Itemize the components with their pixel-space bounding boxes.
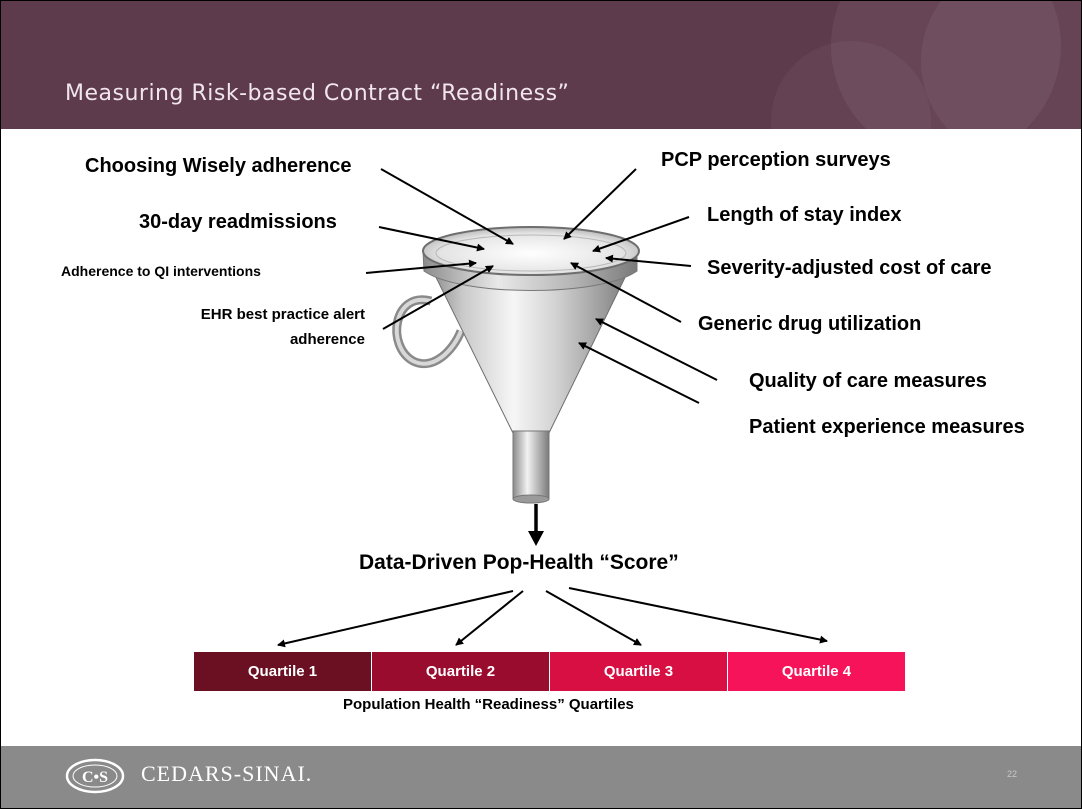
funnel-opening — [422, 226, 640, 276]
funnel-spout — [512, 430, 550, 500]
arrow-to-quartile-4 — [568, 587, 828, 644]
score-label: Data-Driven Pop-Health “Score” — [359, 551, 679, 574]
label-ehr-alert-line2: adherence — [289, 331, 365, 348]
arrow-severity-cost — [605, 254, 692, 267]
arrow-ehr-alert — [382, 265, 494, 330]
quartile-4: Quartile 4 — [728, 652, 905, 691]
brand-name: CEDARS-SINAI. — [141, 761, 313, 786]
page-number: 22 — [1007, 769, 1018, 779]
arrow-patient-experience — [578, 342, 700, 404]
arrow-quality-measures — [595, 318, 718, 381]
label-generic-drug: Generic drug utilization — [698, 313, 922, 335]
quartile-2: Quartile 2 — [372, 652, 550, 691]
label-quality-measures: Quality of care measures — [749, 370, 987, 392]
arrow-readmissions — [378, 226, 485, 252]
quartile-1: Quartile 1 — [194, 652, 372, 691]
quartile-3: Quartile 3 — [550, 652, 728, 691]
arrow-qi-adherence — [365, 259, 477, 274]
header-decoration — [921, 1, 1081, 129]
arrow-choosing-wisely — [380, 168, 514, 245]
header-bar — [1, 1, 1081, 129]
arrow-to-quartile-1 — [277, 590, 514, 648]
slide-title: Measuring Risk-based Contract “Readiness… — [65, 81, 570, 106]
label-qi-adherence: Adherence to QI interventions — [61, 263, 261, 279]
arrow-to-quartile-2 — [455, 590, 524, 646]
svg-text:C•S: C•S — [82, 769, 108, 786]
label-length-of-stay: Length of stay index — [707, 204, 902, 226]
label-severity-cost: Severity-adjusted cost of care — [707, 257, 992, 279]
quartiles-caption: Population Health “Readiness” Quartiles — [343, 696, 634, 713]
label-readmissions: 30-day readmissions — [139, 211, 337, 233]
arrow-pcp-surveys — [563, 168, 637, 240]
arrow-to-quartile-3 — [545, 590, 642, 646]
label-pcp-surveys: PCP perception surveys — [661, 149, 891, 171]
label-choosing-wisely: Choosing Wisely adherence — [85, 155, 352, 177]
arrow-length-of-stay — [592, 216, 690, 253]
label-patient-experience: Patient experience measures — [749, 416, 1025, 438]
label-ehr-alert-line1: EHR best practice alert — [200, 306, 365, 323]
header-decoration — [831, 1, 1061, 129]
footer-bar — [1, 746, 1081, 808]
quartile-bar: Quartile 1 Quartile 2 Quartile 3 Quartil… — [194, 652, 905, 691]
cedars-sinai-logo: C•S — [65, 758, 125, 794]
arrow-generic-drug — [570, 262, 682, 323]
